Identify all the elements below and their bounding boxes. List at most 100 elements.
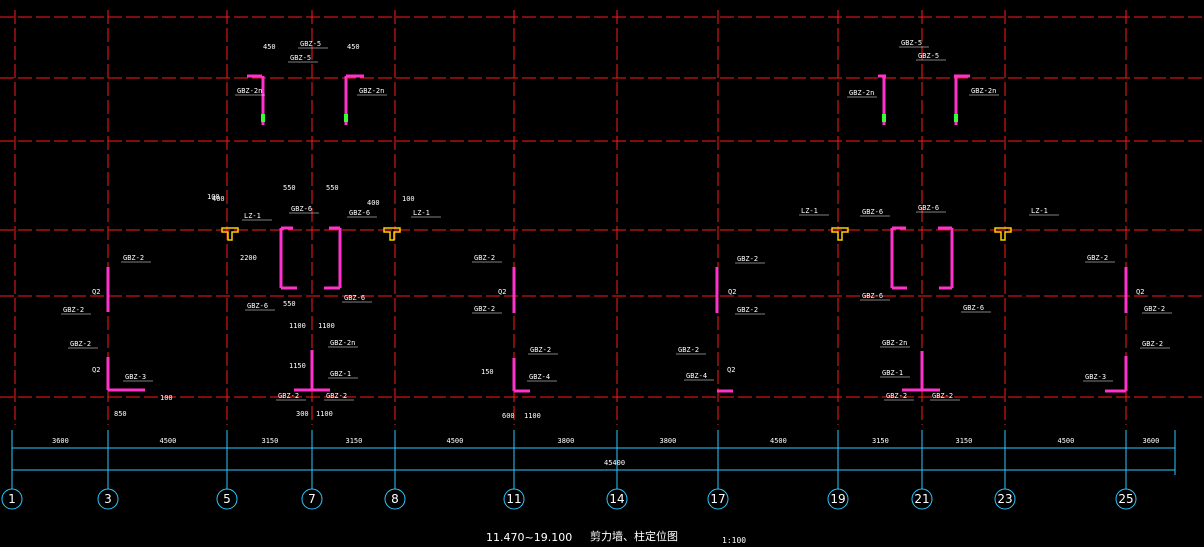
label-text: GBZ-2 — [678, 346, 699, 354]
drawing-scale: 1:100 — [722, 536, 746, 545]
label-text: GBZ-2 — [123, 254, 144, 262]
dimension-text: 1100 — [289, 322, 306, 330]
label-text: GBZ-6 — [963, 304, 984, 312]
dimension-text: 550 — [326, 184, 339, 192]
label-text: GBZ-2 — [63, 306, 84, 314]
dimension-text: 1100 — [318, 322, 335, 330]
drawing-title-cn: 剪力墙、柱定位图 — [590, 529, 678, 543]
span-dim: 3800 — [660, 437, 677, 445]
wall-tag: Q2 — [498, 288, 506, 296]
dimension-text: 400 — [367, 199, 380, 207]
lz-column — [221, 227, 239, 241]
label-text: GBZ-5 — [901, 39, 922, 47]
label-text: LZ-1 — [413, 209, 430, 217]
dimension-text: 850 — [114, 410, 127, 418]
dimension-text: 300 — [296, 410, 309, 418]
dimension-text: 100 — [402, 195, 415, 203]
label-text: GBZ-6 — [349, 209, 370, 217]
wall-tag: Q2 — [1136, 288, 1144, 296]
label-text: GBZ-2n — [849, 89, 874, 97]
lz-column — [831, 227, 849, 241]
label-text: GBZ-2 — [886, 392, 907, 400]
grid-lines — [0, 10, 1204, 425]
axis-label: 5 — [223, 492, 231, 506]
wall-tag: Q2 — [728, 288, 736, 296]
label-text: GBZ-6 — [247, 302, 268, 310]
label-text: GBZ-3 — [125, 373, 146, 381]
wall-tag: Q2 — [92, 288, 100, 296]
label-text: GBZ-2n — [971, 87, 996, 95]
axis-label: 11 — [506, 492, 521, 506]
label-text: GBZ-2 — [530, 346, 551, 354]
shear-walls — [106, 74, 1128, 393]
label-text: GBZ-6 — [862, 208, 883, 216]
axis-bubble — [216, 488, 238, 510]
axis-bubble — [707, 488, 729, 510]
label-text: LZ-1 — [1031, 207, 1048, 215]
wall-tag: Q2 — [92, 366, 100, 374]
span-dim: 4500 — [447, 437, 464, 445]
dimension-text: 550 — [283, 300, 296, 308]
dimension-text: 450 — [347, 43, 360, 51]
wall-tag: Q2 — [727, 366, 735, 374]
label-text: GBZ-3 — [1085, 373, 1106, 381]
dimension-text: 1100 — [524, 412, 541, 420]
axis-bubble — [301, 488, 323, 510]
axis-label: 19 — [830, 492, 845, 506]
axis-bubble — [1115, 488, 1137, 510]
span-dim: 3600 — [1143, 437, 1160, 445]
label-text: GBZ-2 — [1142, 340, 1163, 348]
axis-label: 1 — [8, 492, 16, 506]
label-text: GBZ-5 — [290, 54, 311, 62]
dimension-text: 2200 — [240, 254, 257, 262]
label-text: GBZ-4 — [529, 373, 550, 381]
span-dim: 3150 — [956, 437, 973, 445]
label-text: GBZ-2 — [737, 306, 758, 314]
label-text: GBZ-2 — [278, 392, 299, 400]
axis-label: 8 — [391, 492, 399, 506]
axis-label: 14 — [609, 492, 624, 506]
label-text: GBZ-2n — [359, 87, 384, 95]
span-dim: 4500 — [1058, 437, 1075, 445]
dimension-text: 550 — [283, 184, 296, 192]
label-text: GBZ-5 — [300, 40, 321, 48]
label-text: GBZ-2 — [474, 305, 495, 313]
label-text: GBZ-5 — [918, 52, 939, 60]
label-text: GBZ-6 — [918, 204, 939, 212]
wall-end-mark — [882, 114, 886, 122]
span-dim: 3800 — [558, 437, 575, 445]
axis-label: 7 — [308, 492, 316, 506]
label-text: GBZ-6 — [344, 294, 365, 302]
label-text: GBZ-2 — [1144, 305, 1165, 313]
lz-column — [994, 227, 1012, 241]
label-text: GBZ-6 — [291, 205, 312, 213]
dimension-text: 100 — [207, 193, 220, 201]
axis-bubble — [97, 488, 119, 510]
label-text: GBZ-1 — [882, 369, 903, 377]
label-text: GBZ-2 — [474, 254, 495, 262]
axis-bubble — [503, 488, 525, 510]
label-text: GBZ-1 — [330, 370, 351, 378]
total-dim: 45400 — [604, 459, 625, 467]
axis-label: 3 — [104, 492, 112, 506]
span-dim: 4500 — [770, 437, 787, 445]
drawing-title: 11.470~19.100 — [486, 531, 572, 544]
axis-bubble — [911, 488, 933, 510]
label-text: GBZ-2 — [326, 392, 347, 400]
axis-bubble — [606, 488, 628, 510]
wall-end-mark — [344, 114, 348, 122]
label-text: GBZ-2n — [882, 339, 907, 347]
axis-bubble — [994, 488, 1016, 510]
label-text: GBZ-4 — [686, 372, 707, 380]
dimension-text: 1150 — [289, 362, 306, 370]
span-dim: 3600 — [52, 437, 69, 445]
dimension-text: 450 — [263, 43, 276, 51]
label-text: GBZ-2n — [237, 87, 262, 95]
dimension-text: 600 — [502, 412, 515, 420]
axis-label: 23 — [997, 492, 1012, 506]
label-text: GBZ-2 — [70, 340, 91, 348]
label-text: GBZ-6 — [862, 292, 883, 300]
